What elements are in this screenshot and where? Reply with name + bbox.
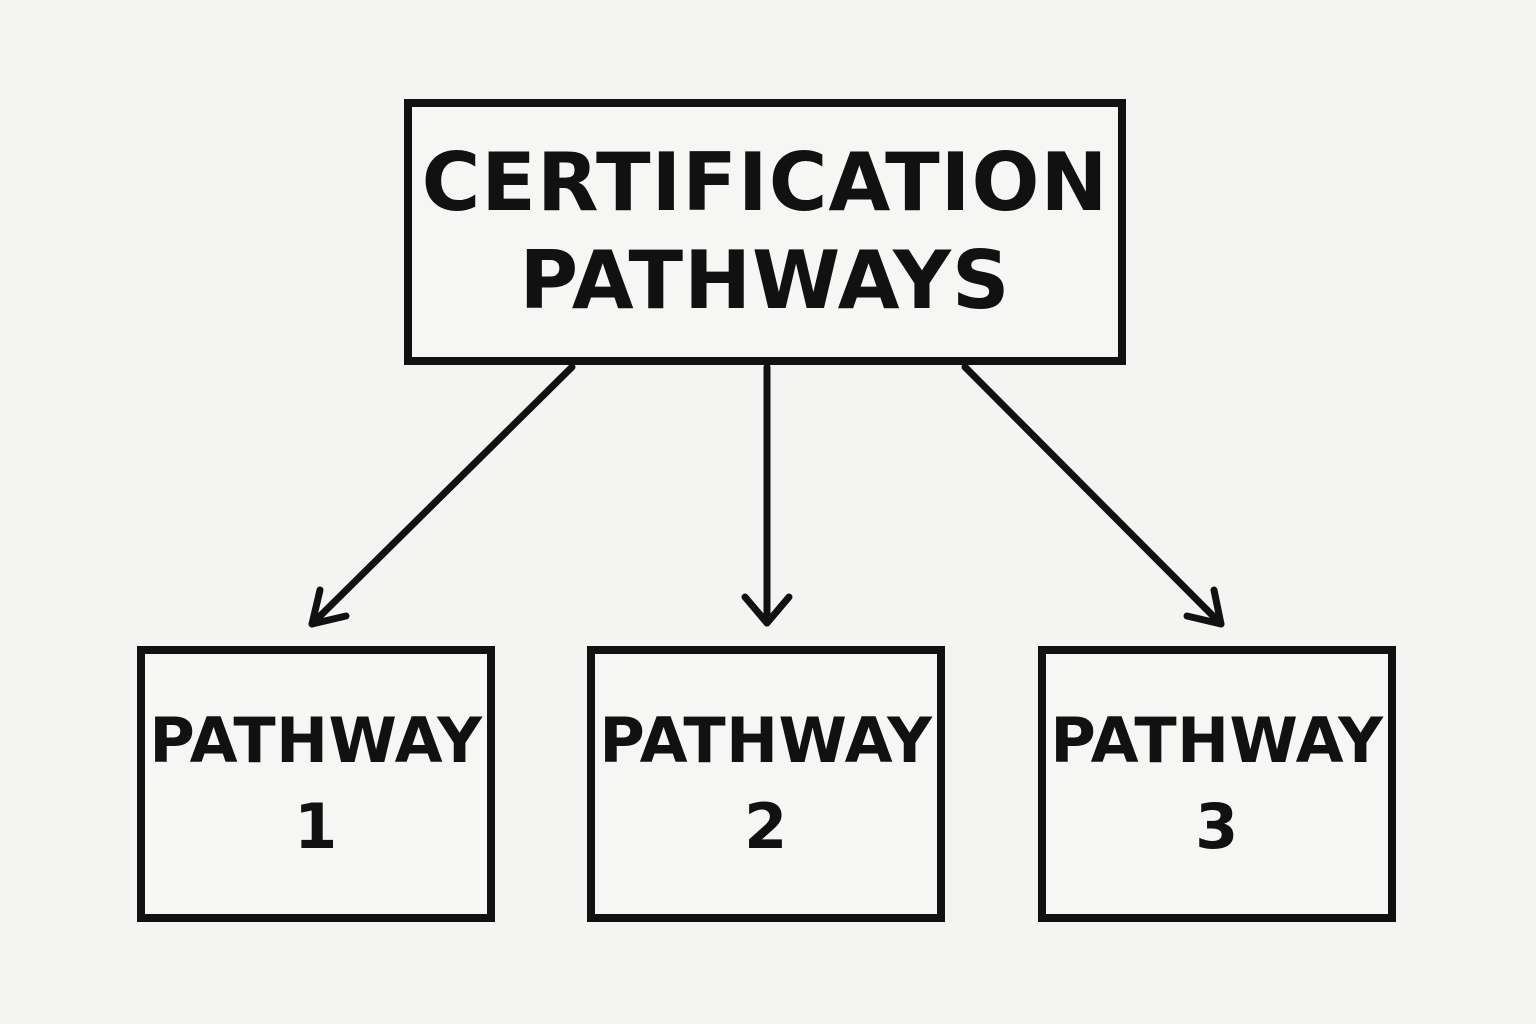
certification-pathways-box: CERTIFICATION PATHWAYS xyxy=(404,99,1126,365)
arrow-to-pathway-1 xyxy=(308,363,576,628)
pathway-2-box: PATHWAY 2 xyxy=(587,646,945,922)
pathway-1-number: 1 xyxy=(294,790,338,863)
arrow-to-pathway-3 xyxy=(961,363,1225,628)
pathway-3-number: 3 xyxy=(1195,790,1239,863)
pathway-3-box: PATHWAY 3 xyxy=(1038,646,1396,922)
pathway-1-label: PATHWAY xyxy=(149,704,483,777)
root-title-line-2: PATHWAYS xyxy=(519,234,1011,327)
arrow-to-pathway-2 xyxy=(741,363,793,627)
pathway-3-label: PATHWAY xyxy=(1050,704,1384,777)
pathway-2-number: 2 xyxy=(744,790,788,863)
pathway-1-box: PATHWAY 1 xyxy=(137,646,495,922)
root-title-line-1: CERTIFICATION xyxy=(421,136,1109,229)
pathway-2-label: PATHWAY xyxy=(599,704,933,777)
